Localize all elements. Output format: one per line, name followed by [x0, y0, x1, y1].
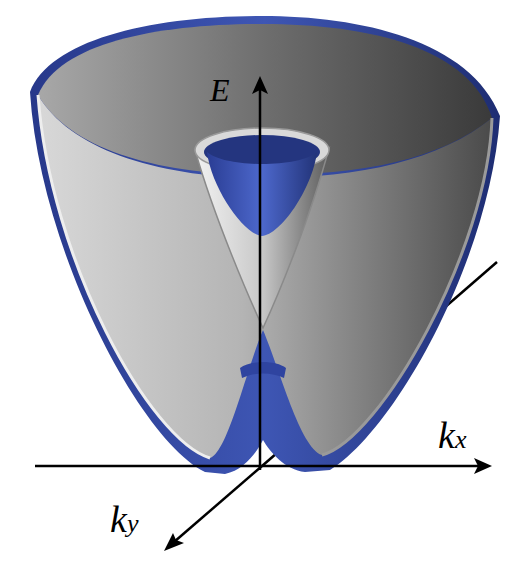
arrow-head [252, 76, 268, 94]
cut-edge [38, 95, 210, 458]
dirac-cone [195, 148, 329, 328]
ky-axis [174, 466, 262, 542]
cut-edge [322, 118, 492, 455]
band-bottom-strip [240, 362, 286, 378]
outer-band-shell [30, 16, 500, 474]
outer-band-cut-surface [38, 95, 492, 458]
kx-axis [35, 465, 480, 468]
inner-band-tip [207, 152, 317, 236]
axis-label: kx [438, 416, 466, 454]
axis-label: E [210, 74, 230, 106]
arrow-head [164, 533, 184, 551]
arrow-head [474, 458, 492, 474]
energy-axis [259, 88, 262, 470]
axis-label: ky [110, 500, 138, 538]
